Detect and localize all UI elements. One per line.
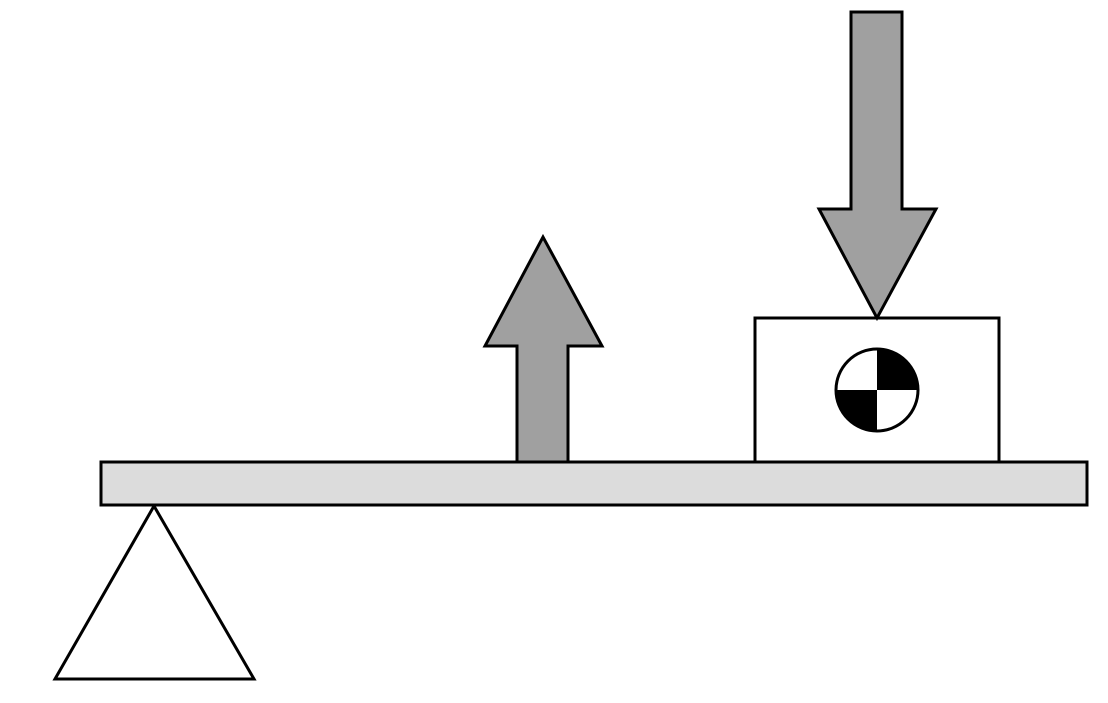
upward-force-arrow [482, 233, 605, 464]
downward-force-arrow [816, 10, 939, 322]
lever-beam [99, 460, 1089, 507]
center-of-mass-icon [834, 347, 920, 433]
fulcrum-triangle [52, 502, 257, 681]
com-quadrant-bottom-left [836, 390, 877, 431]
com-outline [834, 347, 920, 433]
com-quadrant-top-right [877, 349, 918, 390]
